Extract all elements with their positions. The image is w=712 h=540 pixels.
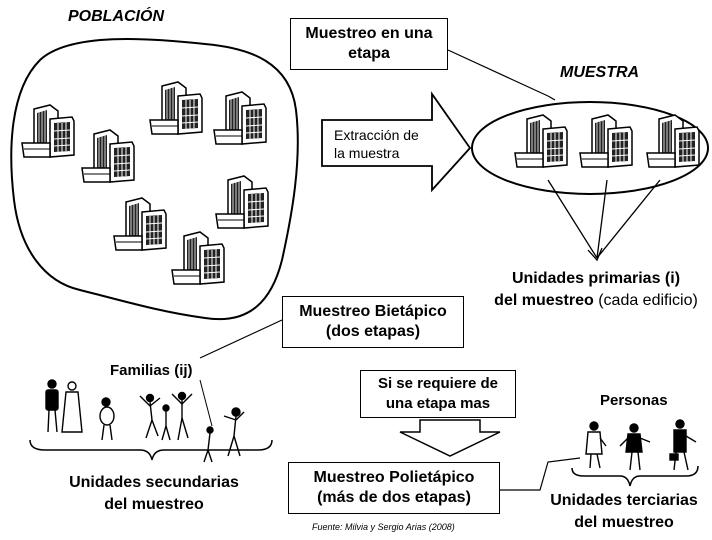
building-icon bbox=[514, 114, 568, 168]
primarias-line2-bold: del muestreo bbox=[494, 292, 594, 309]
muestreo-una-etapa-box: Muestreo en una etapa bbox=[290, 18, 448, 70]
building-icon bbox=[213, 91, 267, 145]
building-icon bbox=[646, 114, 700, 168]
polietapico-line2: (más de dos etapas) bbox=[317, 489, 471, 506]
requiere-line1: Si se requiere de bbox=[377, 375, 499, 392]
extraccion-label: Extracción de la muestra bbox=[334, 126, 419, 162]
secundarias-brace bbox=[29, 439, 273, 461]
etapa-line2: etapa bbox=[348, 45, 390, 62]
primarias-line2-normal: (cada edificio) bbox=[593, 292, 698, 309]
unidades-primarias-label: Unidades primarias (i) del muestreo (cad… bbox=[484, 268, 708, 312]
terciarias-brace bbox=[571, 465, 699, 487]
secundarias-line1: Unidades secundarias bbox=[69, 474, 239, 491]
muestreo-polietapico-box: Muestreo Polietápico (más de dos etapas) bbox=[288, 462, 500, 514]
next-stage-arrow bbox=[399, 419, 501, 457]
poblacion-title: POBLACIÓN bbox=[68, 8, 164, 25]
building-icon bbox=[215, 175, 269, 229]
building-icon bbox=[149, 81, 203, 135]
terciarias-line2: del muestreo bbox=[574, 514, 674, 531]
family-icon bbox=[45, 379, 245, 463]
building-icon bbox=[21, 104, 75, 158]
requiere-etapa-box: Si se requiere de una etapa mas bbox=[360, 370, 516, 418]
secundarias-line2: del muestreo bbox=[104, 496, 204, 513]
terciarias-line1: Unidades terciarias bbox=[550, 492, 698, 509]
muestreo-bietapico-box: Muestreo Bietápico (dos etapas) bbox=[282, 296, 464, 348]
fuente-caption: Fuente: Milvia y Sergio Arias (2008) bbox=[312, 522, 455, 532]
building-icon bbox=[81, 129, 135, 183]
bietapico-line1: Muestreo Bietápico bbox=[299, 303, 447, 320]
sample-area bbox=[471, 101, 709, 195]
extraccion-line2: la muestra bbox=[334, 145, 400, 161]
bietapico-line2: (dos etapas) bbox=[325, 323, 421, 340]
muestra-title: MUESTRA bbox=[560, 64, 640, 81]
primarias-line1: Unidades primarias (i) bbox=[511, 270, 681, 287]
building-icon bbox=[171, 231, 225, 285]
extraction-arrow bbox=[321, 91, 472, 193]
unidades-terciarias-label: Unidades terciarias del muestreo bbox=[538, 490, 710, 534]
building-icon bbox=[113, 197, 167, 251]
extraccion-line1: Extracción de bbox=[334, 127, 419, 143]
population-area bbox=[10, 37, 299, 321]
person-icon bbox=[585, 419, 697, 471]
building-icon bbox=[579, 114, 633, 168]
unidades-secundarias-label: Unidades secundarias del muestreo bbox=[44, 472, 264, 516]
personas-label: Personas bbox=[600, 392, 668, 409]
requiere-line2: una etapa mas bbox=[385, 395, 491, 412]
polietapico-line1: Muestreo Polietápico bbox=[313, 469, 475, 486]
familias-label: Familias (ij) bbox=[110, 362, 193, 379]
etapa-line1: Muestreo en una bbox=[305, 25, 433, 42]
